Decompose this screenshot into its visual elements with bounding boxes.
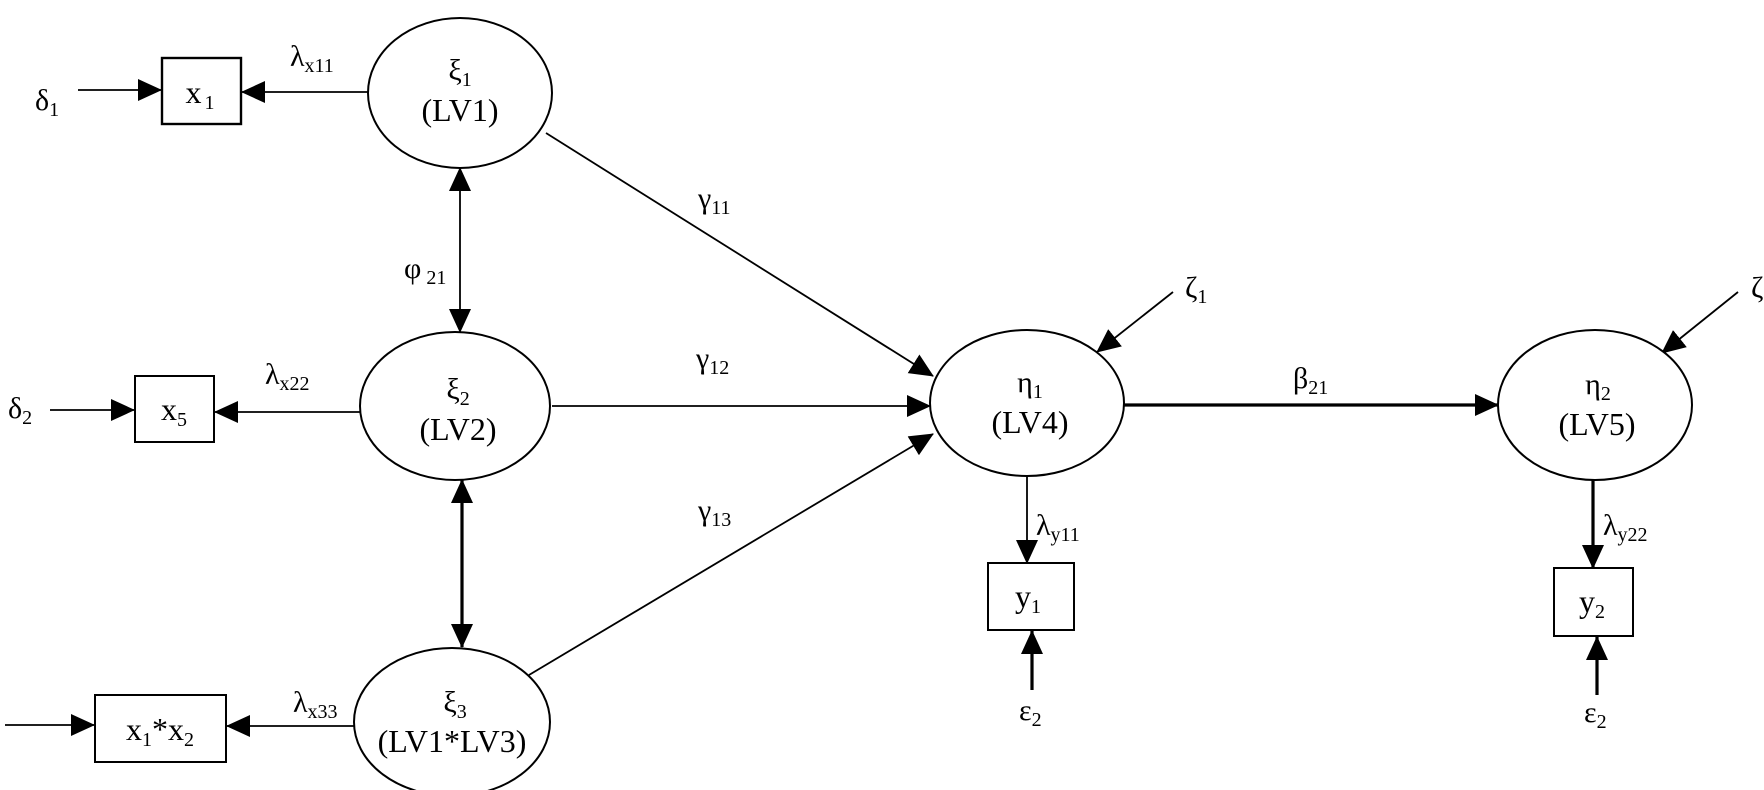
svg-text:ξ1: ξ1 <box>448 54 471 91</box>
observed-x5: x5 <box>134 375 215 443</box>
arrow-zeta1 <box>1096 291 1174 353</box>
label-lambda-y11: λy11 <box>1036 509 1080 546</box>
svg-text:(LV5): (LV5) <box>1558 406 1635 442</box>
label-lambda-y22: λy22 <box>1603 509 1648 546</box>
svg-text:η1: η1 <box>1017 366 1043 403</box>
svg-text:(LV1*LV3): (LV1*LV3) <box>378 723 527 759</box>
latent-xi2: ξ2 (LV2) <box>359 331 551 481</box>
observed-x1-times-x2: x1*x2 <box>94 694 227 763</box>
arrow-gamma13 <box>528 433 934 676</box>
latent-eta1: η1 (LV4) <box>929 329 1125 477</box>
label-gamma11: γ11 <box>697 182 731 219</box>
svg-text:(LV1): (LV1) <box>421 92 498 128</box>
latent-xi3: ξ3 (LV1*LV3) <box>353 647 551 790</box>
svg-text:ξ3: ξ3 <box>443 686 466 723</box>
disturbance-zeta2: ζ2 <box>1751 271 1764 308</box>
label-lambda-x22: λx22 <box>265 358 310 395</box>
svg-text:x1*x2: x1*x2 <box>126 711 194 751</box>
latent-xi1: ξ1 (LV1) <box>367 17 553 169</box>
svg-text:y2: y2 <box>1579 583 1605 623</box>
arrow-gamma11 <box>545 132 934 377</box>
latent-eta2: η2 (LV5) <box>1497 329 1693 481</box>
label-beta21: β21 <box>1293 362 1328 399</box>
svg-text:x1: x1 <box>186 74 215 114</box>
error-eps-y1: ε2 <box>1019 694 1042 731</box>
svg-text:y1: y1 <box>1015 578 1041 618</box>
error-delta1: δ1 <box>35 84 59 121</box>
svg-text:x5: x5 <box>161 391 187 431</box>
arrow-zeta2 <box>1661 291 1739 354</box>
disturbance-zeta1: ζ1 <box>1185 271 1207 308</box>
svg-text:ξ2: ξ2 <box>446 373 469 410</box>
label-lambda-x33: λx33 <box>293 686 338 723</box>
observed-y2: y2 <box>1553 567 1634 637</box>
label-lambda-x11: λx11 <box>290 40 334 77</box>
observed-y1: y1 <box>987 562 1075 631</box>
svg-text:(LV4): (LV4) <box>991 404 1068 440</box>
error-delta2: δ2 <box>8 392 32 429</box>
svg-text:(LV2): (LV2) <box>419 411 496 447</box>
label-gamma13: γ13 <box>697 494 731 531</box>
svg-text:η2: η2 <box>1585 368 1611 405</box>
label-phi21: φ 21 <box>404 252 446 289</box>
error-eps-y2: ε2 <box>1584 696 1607 733</box>
label-gamma12: γ12 <box>695 342 729 379</box>
